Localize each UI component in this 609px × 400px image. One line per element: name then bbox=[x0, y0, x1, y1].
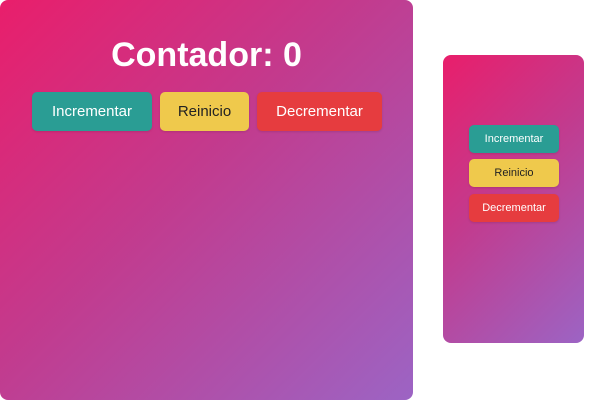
counter-title: Contador: 0 bbox=[111, 36, 302, 74]
counter-card-large: Contador: 0 bbox=[0, 0, 413, 400]
reset-button[interactable]: Reinicio bbox=[160, 92, 249, 131]
decrement-button-small[interactable]: Decrementar bbox=[469, 194, 559, 222]
increment-button[interactable]: Incrementar bbox=[32, 92, 152, 131]
decrement-button[interactable]: Decrementar bbox=[257, 92, 382, 131]
increment-button-small[interactable]: Incrementar bbox=[469, 125, 559, 153]
reset-button-small[interactable]: Reinicio bbox=[469, 159, 559, 187]
